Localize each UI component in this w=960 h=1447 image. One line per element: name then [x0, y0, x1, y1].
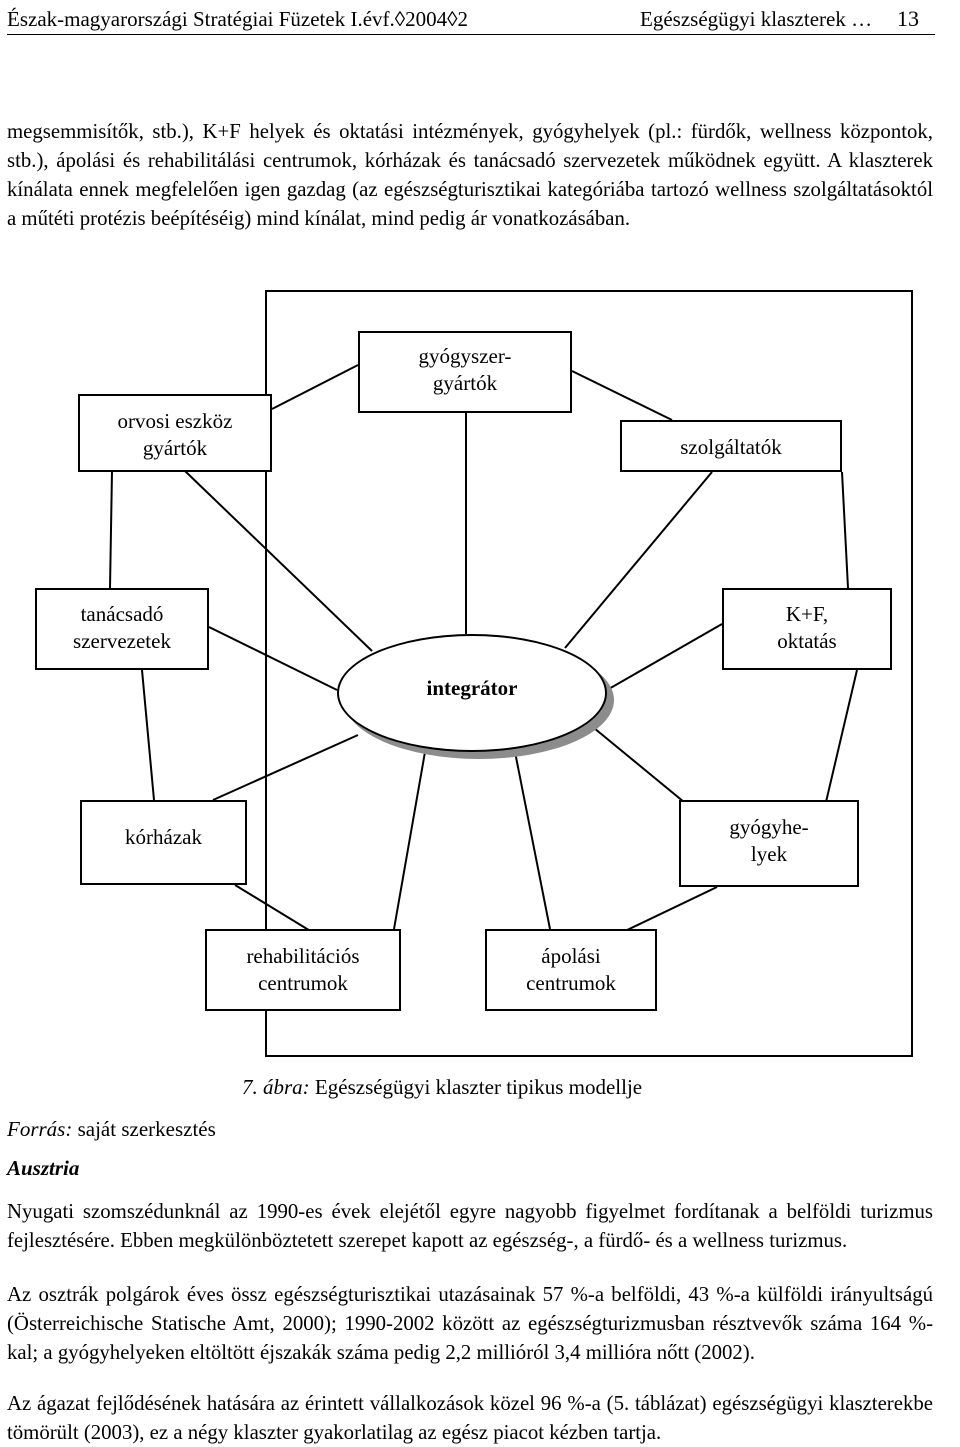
figure-source: Forrás: saját szerkesztés	[7, 1117, 216, 1142]
page-number: 13	[897, 6, 919, 31]
node-label: gyógyhe- lyek	[729, 815, 809, 866]
running-header: Észak-magyarországi Stratégiai Füzetek I…	[7, 4, 935, 35]
journal-title: Észak-magyarországi Stratégiai Füzetek I…	[7, 7, 469, 31]
caption-text: Egészségügyi klaszter tipikus modellje	[309, 1075, 643, 1099]
node-label: kórházak	[125, 825, 202, 849]
chapter-title: Egészségügyi klaszterek …	[640, 7, 873, 31]
caption-label: 7. ábra:	[242, 1075, 310, 1099]
node-spa-resorts: gyógyhe- lyek	[679, 800, 859, 887]
node-medical-device-makers: orvosi eszköz gyártók	[78, 394, 272, 472]
node-label: K+F, oktatás	[777, 602, 837, 653]
source-text: saját szerkesztés	[72, 1117, 216, 1141]
edge-devices-consulting	[109, 470, 113, 589]
node-consulting-orgs: tanácsadó szervezetek	[35, 588, 209, 670]
figure-caption: 7. ábra: Egészségügyi klaszter tipikus m…	[242, 1075, 642, 1100]
node-label: tanácsadó szervezetek	[73, 602, 171, 653]
body-paragraph: Az ágazat fejlődésének hatására az érint…	[7, 1392, 933, 1444]
node-label: ápolási centrumok	[526, 944, 616, 995]
node-service-providers: szolgáltatók	[620, 420, 842, 472]
node-rehab-centers: rehabilitációs centrumok	[205, 929, 401, 1011]
node-label: orvosi eszköz gyártók	[117, 409, 233, 460]
node-label: gyógyszer- gyártók	[418, 344, 512, 395]
node-rnd-education: K+F, oktatás	[722, 588, 892, 670]
node-hospitals: kórházak	[80, 800, 247, 885]
edge-consulting-hospitals	[141, 669, 155, 801]
intro-paragraph: megsemmisítők, stb.), K+F helyek és okta…	[7, 120, 933, 230]
node-nursing-centers: ápolási centrumok	[485, 929, 657, 1011]
node-integrator: integrátor	[337, 634, 607, 752]
integrator-label: integrátor	[426, 676, 518, 700]
node-label: szolgáltatók	[680, 435, 782, 459]
section-heading: Ausztria	[7, 1156, 80, 1180]
body-paragraph: Az osztrák polgárok éves össz egészségtu…	[7, 1283, 933, 1364]
body-paragraph: Nyugati szomszédunknál az 1990-es évek e…	[7, 1200, 933, 1252]
node-label: rehabilitációs centrumok	[246, 944, 360, 995]
node-pharma-makers: gyógyszer- gyártók	[358, 331, 572, 413]
source-label: Forrás:	[7, 1117, 73, 1141]
